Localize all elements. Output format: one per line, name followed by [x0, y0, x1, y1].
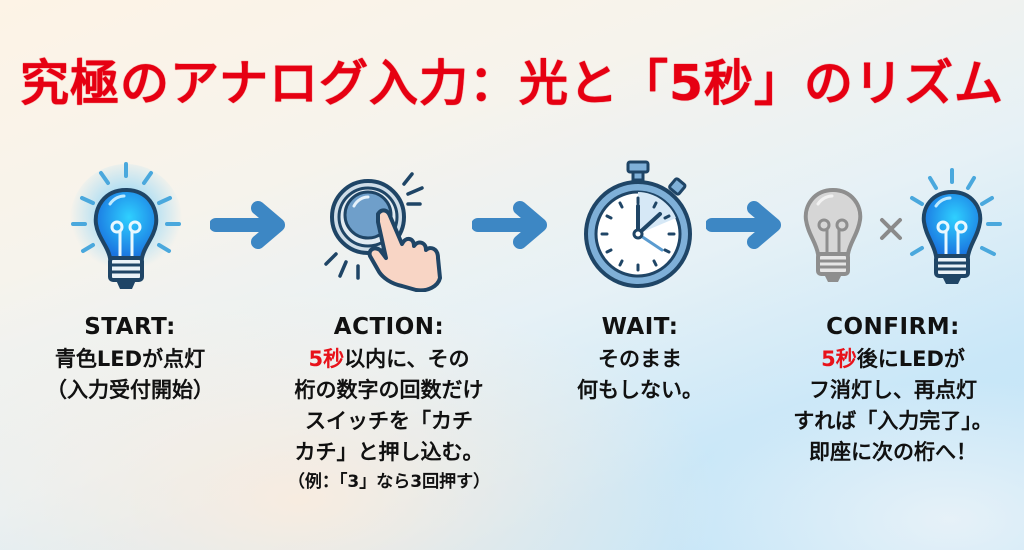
step-start: START: 青色LEDが点灯 （入力受付開始）	[20, 310, 240, 406]
right-arrow-icon	[706, 201, 781, 249]
step-confirm: CONFIRM: 5秒後にLEDが フ消灯し、再点灯 すれば「入力完了」。 即座…	[770, 310, 1016, 468]
lit-blue-lightbulb-icon	[910, 168, 1002, 284]
step-line: 5秒後にLEDが	[821, 347, 965, 371]
unlit-gray-lightbulb-icon	[803, 187, 863, 282]
step-line: カチ」と押し込む。	[294, 440, 484, 464]
finger-pressing-button-icon	[324, 172, 442, 292]
right-arrow-icon	[210, 201, 285, 249]
step-line: フ消灯し、再点灯	[809, 378, 977, 402]
step-line: （入力受付開始）	[46, 378, 214, 402]
step-line: 青色LEDが点灯	[54, 347, 206, 371]
step-heading: ACTION:	[333, 314, 445, 340]
step-wait: WAIT: そのまま 何もしない。	[540, 310, 740, 406]
step-heading: WAIT:	[601, 314, 679, 340]
step-line: 桁の数字の回数だけ	[294, 378, 484, 402]
step-line: 何もしない。	[577, 378, 703, 402]
step-line: そのまま	[598, 347, 682, 371]
step-line: スイッチを「カチ	[305, 409, 473, 433]
stopwatch-icon	[584, 160, 692, 288]
step-heading: CONFIRM:	[826, 314, 960, 340]
x-mark-icon	[880, 218, 902, 240]
step-line: 5秒以内に、その	[308, 347, 470, 371]
step-action: ACTION: 5秒以内に、その 桁の数字の回数だけ スイッチを「カチ カチ」と…	[248, 310, 530, 496]
step-line: すれば「入力完了」。	[793, 409, 993, 433]
lit-blue-lightbulb-icon	[70, 162, 182, 289]
highlight-seconds: 5秒	[821, 347, 857, 371]
right-arrow-icon	[472, 201, 547, 249]
page-title: 究極のアナログ入力：光と「5秒」のリズム	[19, 55, 1005, 112]
step-heading: START:	[84, 314, 176, 340]
step-note: （例：「3」なら3回押す）	[287, 472, 491, 492]
highlight-seconds: 5秒	[308, 347, 345, 371]
step-line: 即座に次の桁へ！	[809, 440, 977, 464]
